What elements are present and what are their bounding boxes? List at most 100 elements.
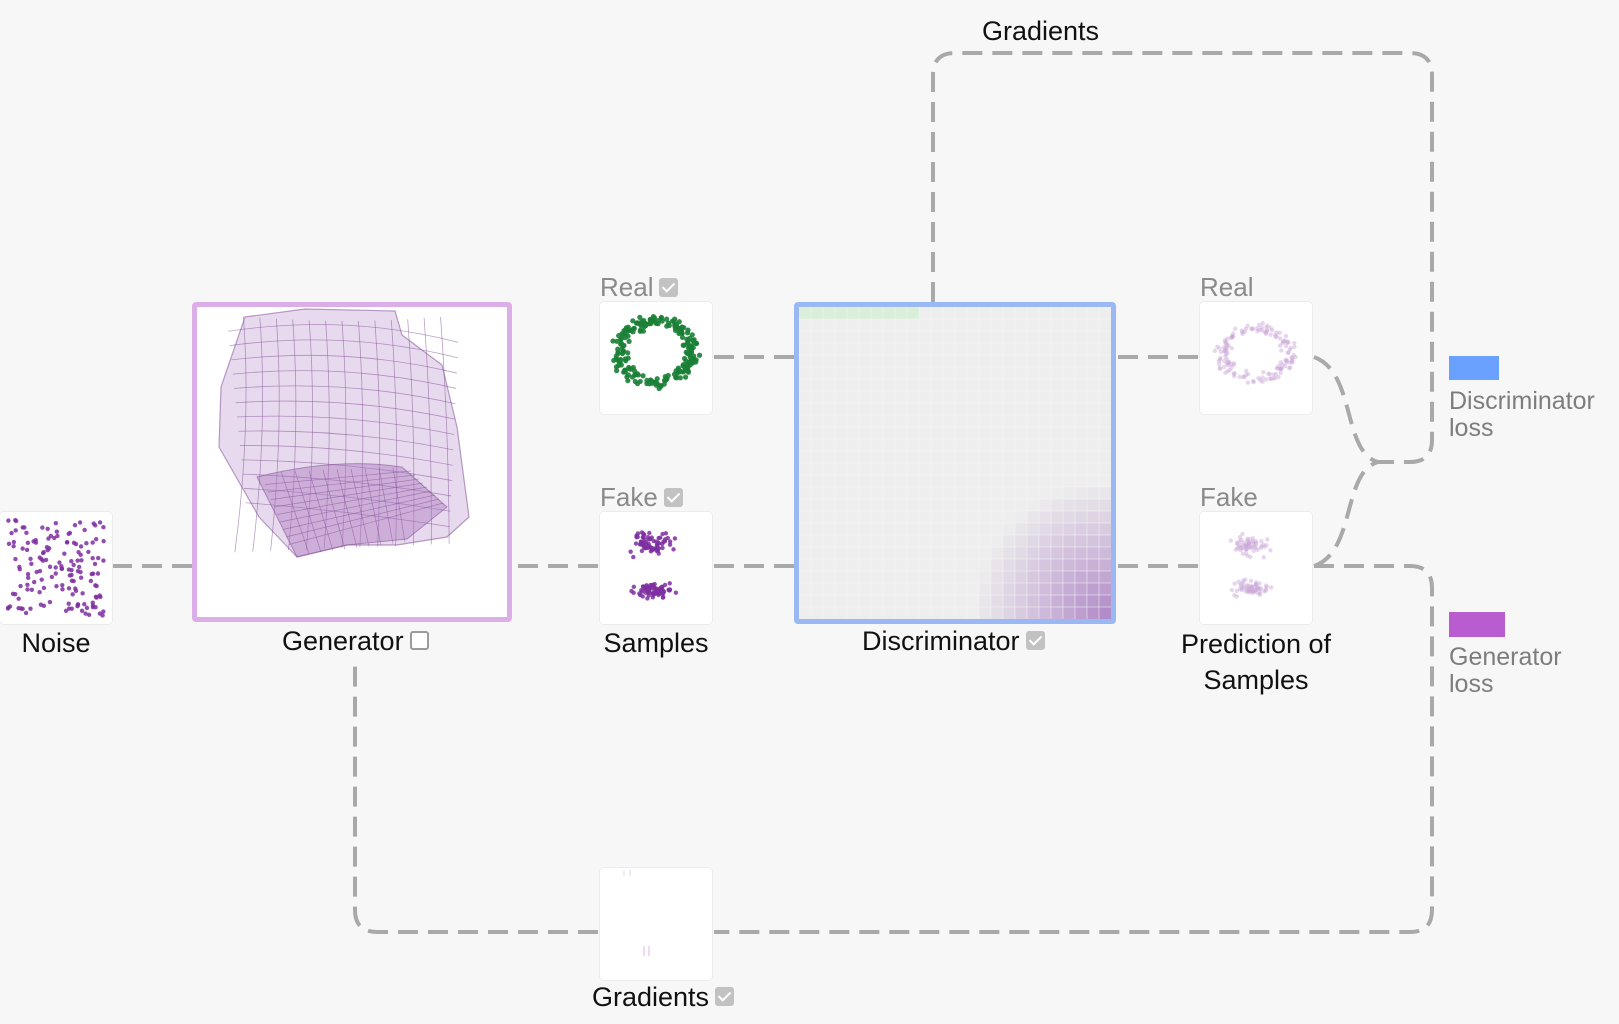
heatmap-cell: [906, 402, 920, 416]
sample-point: [618, 336, 624, 342]
sample-point: [1264, 543, 1269, 548]
discriminator-loss-swatch: [1449, 356, 1499, 380]
heatmap-cell: [834, 582, 848, 596]
sample-point: [1252, 544, 1257, 549]
heatmap-cell: [1038, 522, 1052, 536]
heatmap-cell: [966, 438, 980, 452]
sample-point: [1224, 352, 1229, 357]
heatmap-cell: [1074, 510, 1088, 524]
sample-point: [620, 349, 626, 355]
sample-point: [693, 357, 699, 363]
discriminator-checkbox[interactable]: [1025, 631, 1045, 651]
sample-point: [682, 367, 688, 373]
sample-point: [93, 594, 99, 600]
heatmap-cell: [870, 414, 884, 428]
sample-point: [1260, 375, 1265, 380]
gradients-bottom-checkbox[interactable]: [715, 987, 735, 1007]
discriminator-label-row: Discriminator: [862, 624, 1045, 659]
sample-point: [1243, 588, 1248, 593]
heatmap-cell: [894, 318, 908, 332]
heatmap-cell: [799, 330, 812, 344]
heatmap-cell: [834, 522, 848, 536]
sample-point: [1217, 357, 1223, 362]
heatmap-cell: [870, 510, 884, 524]
sample-point: [22, 525, 27, 530]
sample-point: [1235, 546, 1240, 551]
sample-point: [639, 530, 645, 535]
heatmap-cell: [930, 318, 944, 332]
heatmap-cell: [1074, 390, 1088, 404]
sample-point: [1222, 347, 1228, 352]
heatmap-cell: [894, 558, 908, 572]
sample-point: [658, 585, 664, 590]
heatmap-cell: [1050, 558, 1064, 572]
sample-point: [1251, 584, 1257, 590]
heatmap-cell: [894, 354, 908, 368]
heatmap-cell: [1074, 426, 1088, 440]
heatmap-cell: [1014, 318, 1028, 332]
heatmap-cell: [799, 378, 812, 392]
heatmap-cell: [942, 534, 956, 548]
sample-point: [631, 590, 636, 596]
heatmap-cell: [978, 462, 992, 476]
heatmap-cell: [882, 546, 896, 560]
heatmap-cell: [1074, 522, 1088, 536]
heatmap-cell: [846, 390, 860, 404]
sample-point: [1241, 583, 1247, 588]
heatmap-cell: [1050, 390, 1064, 404]
heatmap-cell: [906, 342, 920, 356]
heatmap-cell: [1026, 510, 1040, 524]
samples-real-checkbox[interactable]: [659, 277, 679, 297]
sample-point: [689, 332, 695, 338]
sample-point: [1263, 583, 1269, 588]
heatmap-cell: [810, 438, 824, 452]
sample-point: [1276, 374, 1281, 380]
sample-point: [663, 531, 669, 536]
heatmap-cell: [870, 366, 884, 380]
heatmap-cell: [918, 366, 932, 380]
sample-point: [661, 377, 668, 383]
heatmap-cell: [1074, 438, 1088, 452]
heatmap-cell: [1074, 474, 1088, 488]
sample-point: [97, 611, 103, 616]
heatmap-cell: [870, 462, 884, 476]
samples-fake-checkbox[interactable]: [663, 487, 683, 507]
sample-point: [7, 604, 13, 609]
sample-point: [667, 539, 673, 544]
sample-point: [25, 575, 31, 581]
heatmap-cell: [858, 522, 872, 536]
heatmap-cell: [1026, 450, 1040, 464]
sample-point: [1269, 327, 1275, 333]
heatmap-cell: [870, 450, 884, 464]
sample-point: [1230, 333, 1235, 339]
sample-point: [1245, 536, 1250, 542]
heatmap-cell: [966, 307, 980, 320]
sample-point: [649, 380, 656, 386]
heatmap-cell: [799, 390, 812, 404]
heatmap-cell: [1002, 426, 1016, 440]
heatmap-cell: [906, 390, 920, 404]
sample-point: [1267, 371, 1272, 377]
heatmap-cell: [870, 342, 884, 356]
mesh-line: [252, 317, 264, 552]
heatmap-cell: [834, 402, 848, 416]
heatmap-cell: [1098, 534, 1111, 548]
heatmap-cell: [942, 486, 956, 500]
heatmap-cell: [1026, 390, 1040, 404]
generator-checkbox[interactable]: [409, 631, 429, 651]
heatmap-cell: [1074, 582, 1088, 596]
discriminator-box[interactable]: [794, 302, 1116, 624]
heatmap-cell: [918, 546, 932, 560]
fake-points: [628, 530, 679, 601]
heatmap-cell: [1026, 330, 1040, 344]
sample-point: [1245, 586, 1250, 591]
generator-box[interactable]: [192, 302, 512, 622]
mesh-line: [267, 474, 416, 493]
sample-point: [1246, 540, 1251, 546]
sample-point: [31, 579, 37, 585]
heatmap-cell: [990, 606, 1004, 619]
heatmap-cell: [1086, 522, 1100, 536]
sample-point: [681, 355, 688, 362]
